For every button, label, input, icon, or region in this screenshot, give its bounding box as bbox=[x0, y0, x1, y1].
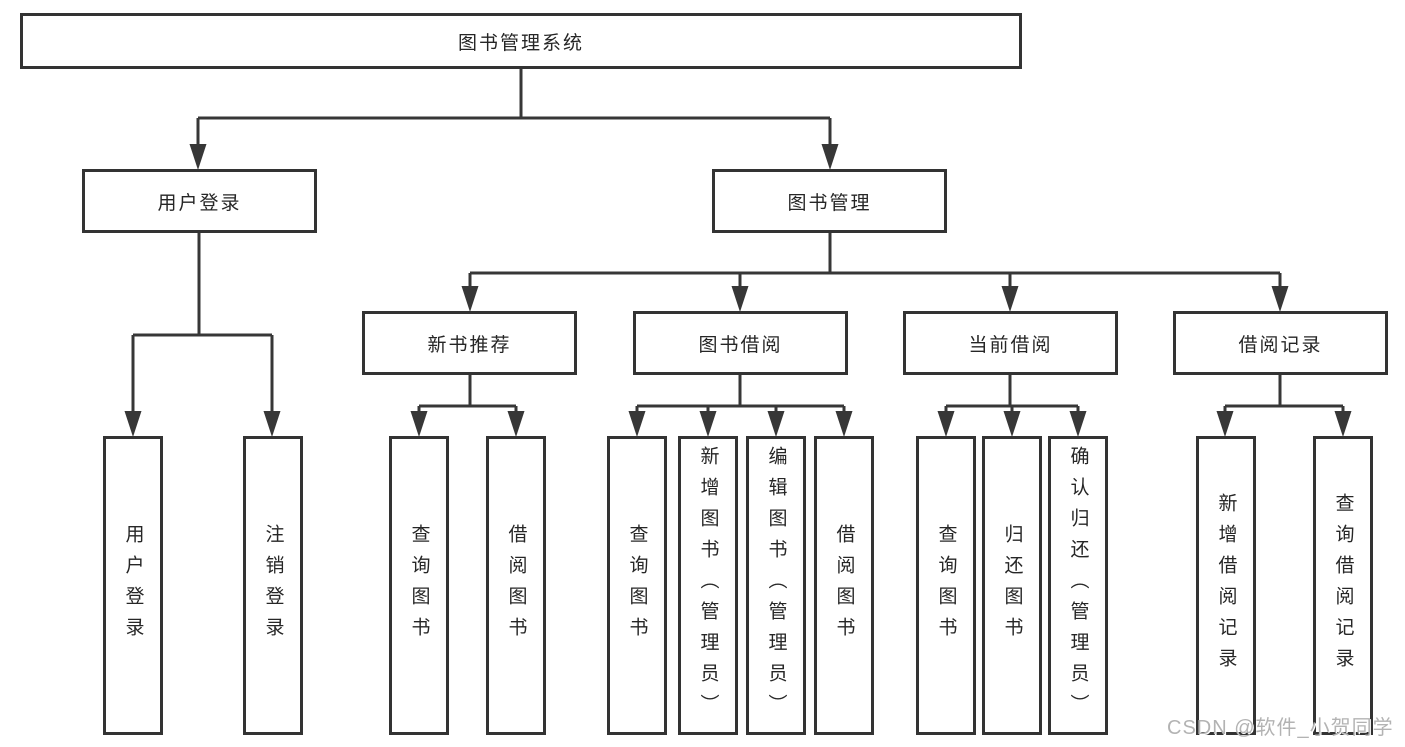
arrow-down-icon bbox=[1003, 411, 1021, 437]
node-book-management: 图书管理 bbox=[712, 169, 947, 233]
arrow-down-icon bbox=[1216, 411, 1234, 437]
leaf-query-borrow-record: 查询借阅记录 bbox=[1313, 436, 1373, 735]
leaf-label: 归还图书 bbox=[1001, 523, 1023, 648]
leaf-add-borrow-record: 新增借阅记录 bbox=[1196, 436, 1256, 735]
node-label: 图书管理 bbox=[787, 192, 872, 214]
arrow-down-icon bbox=[731, 286, 749, 312]
arrow-down-icon bbox=[263, 411, 281, 437]
node-current-borrowing: 当前借阅 bbox=[903, 311, 1118, 375]
node-borrowing-records: 借阅记录 bbox=[1173, 311, 1388, 375]
arrow-down-icon bbox=[699, 411, 717, 437]
leaf-logout: 注销登录 bbox=[243, 436, 303, 735]
arrow-down-icon bbox=[189, 144, 207, 170]
arrow-down-icon bbox=[1001, 286, 1019, 312]
arrow-down-icon bbox=[1334, 411, 1352, 437]
node-book-borrowing: 图书借阅 bbox=[633, 311, 848, 375]
leaf-user-login: 用户登录 bbox=[103, 436, 163, 735]
leaf-label: 注销登录 bbox=[262, 523, 284, 648]
leaf-label: 用户登录 bbox=[122, 523, 144, 648]
arrow-down-icon bbox=[937, 411, 955, 437]
node-label: 新书推荐 bbox=[427, 334, 512, 356]
node-label: 用户登录 bbox=[157, 192, 242, 214]
arrow-down-icon bbox=[410, 411, 428, 437]
leaf-borrow-books-newbook: 借阅图书 bbox=[486, 436, 546, 735]
node-user-login: 用户登录 bbox=[82, 169, 317, 233]
arrow-down-icon bbox=[1271, 286, 1289, 312]
node-label: 借阅记录 bbox=[1238, 334, 1323, 356]
leaf-borrow-books-borrowing: 借阅图书 bbox=[814, 436, 874, 735]
leaf-query-books-borrowing: 查询图书 bbox=[607, 436, 667, 735]
leaf-label: 查询图书 bbox=[626, 523, 648, 648]
leaf-label: 借阅图书 bbox=[505, 523, 527, 648]
leaf-query-books-current: 查询图书 bbox=[916, 436, 976, 735]
leaf-label: 新增借阅记录 bbox=[1215, 492, 1237, 679]
leaf-label: 新增图书（管理员） bbox=[697, 446, 719, 725]
node-new-book-recommendation: 新书推荐 bbox=[362, 311, 577, 375]
arrow-down-icon bbox=[461, 286, 479, 312]
arrow-down-icon bbox=[821, 144, 839, 170]
leaf-label: 编辑图书（管理员） bbox=[765, 446, 787, 725]
arrow-down-icon bbox=[767, 411, 785, 437]
arrow-down-icon bbox=[628, 411, 646, 437]
arrow-down-icon bbox=[1069, 411, 1087, 437]
leaf-confirm-return-admin: 确认归还（管理员） bbox=[1048, 436, 1108, 735]
arrow-down-icon bbox=[124, 411, 142, 437]
leaf-label: 确认归还（管理员） bbox=[1067, 446, 1089, 725]
node-label: 当前借阅 bbox=[968, 334, 1053, 356]
leaf-add-books-admin: 新增图书（管理员） bbox=[678, 436, 738, 735]
leaf-query-books-newbook: 查询图书 bbox=[389, 436, 449, 735]
csdn-watermark: CSDN @软件_小贺同学 bbox=[1167, 717, 1394, 739]
arrow-down-icon bbox=[507, 411, 525, 437]
leaf-edit-books-admin: 编辑图书（管理员） bbox=[746, 436, 806, 735]
leaf-return-books: 归还图书 bbox=[982, 436, 1042, 735]
leaf-label: 借阅图书 bbox=[833, 523, 855, 648]
leaf-label: 查询图书 bbox=[408, 523, 430, 648]
node-library-management-system: 图书管理系统 bbox=[20, 13, 1022, 69]
arrow-down-icon bbox=[835, 411, 853, 437]
node-label: 图书借阅 bbox=[698, 334, 783, 356]
leaf-label: 查询借阅记录 bbox=[1332, 492, 1354, 679]
leaf-label: 查询图书 bbox=[935, 523, 957, 648]
node-label: 图书管理系统 bbox=[457, 32, 584, 54]
